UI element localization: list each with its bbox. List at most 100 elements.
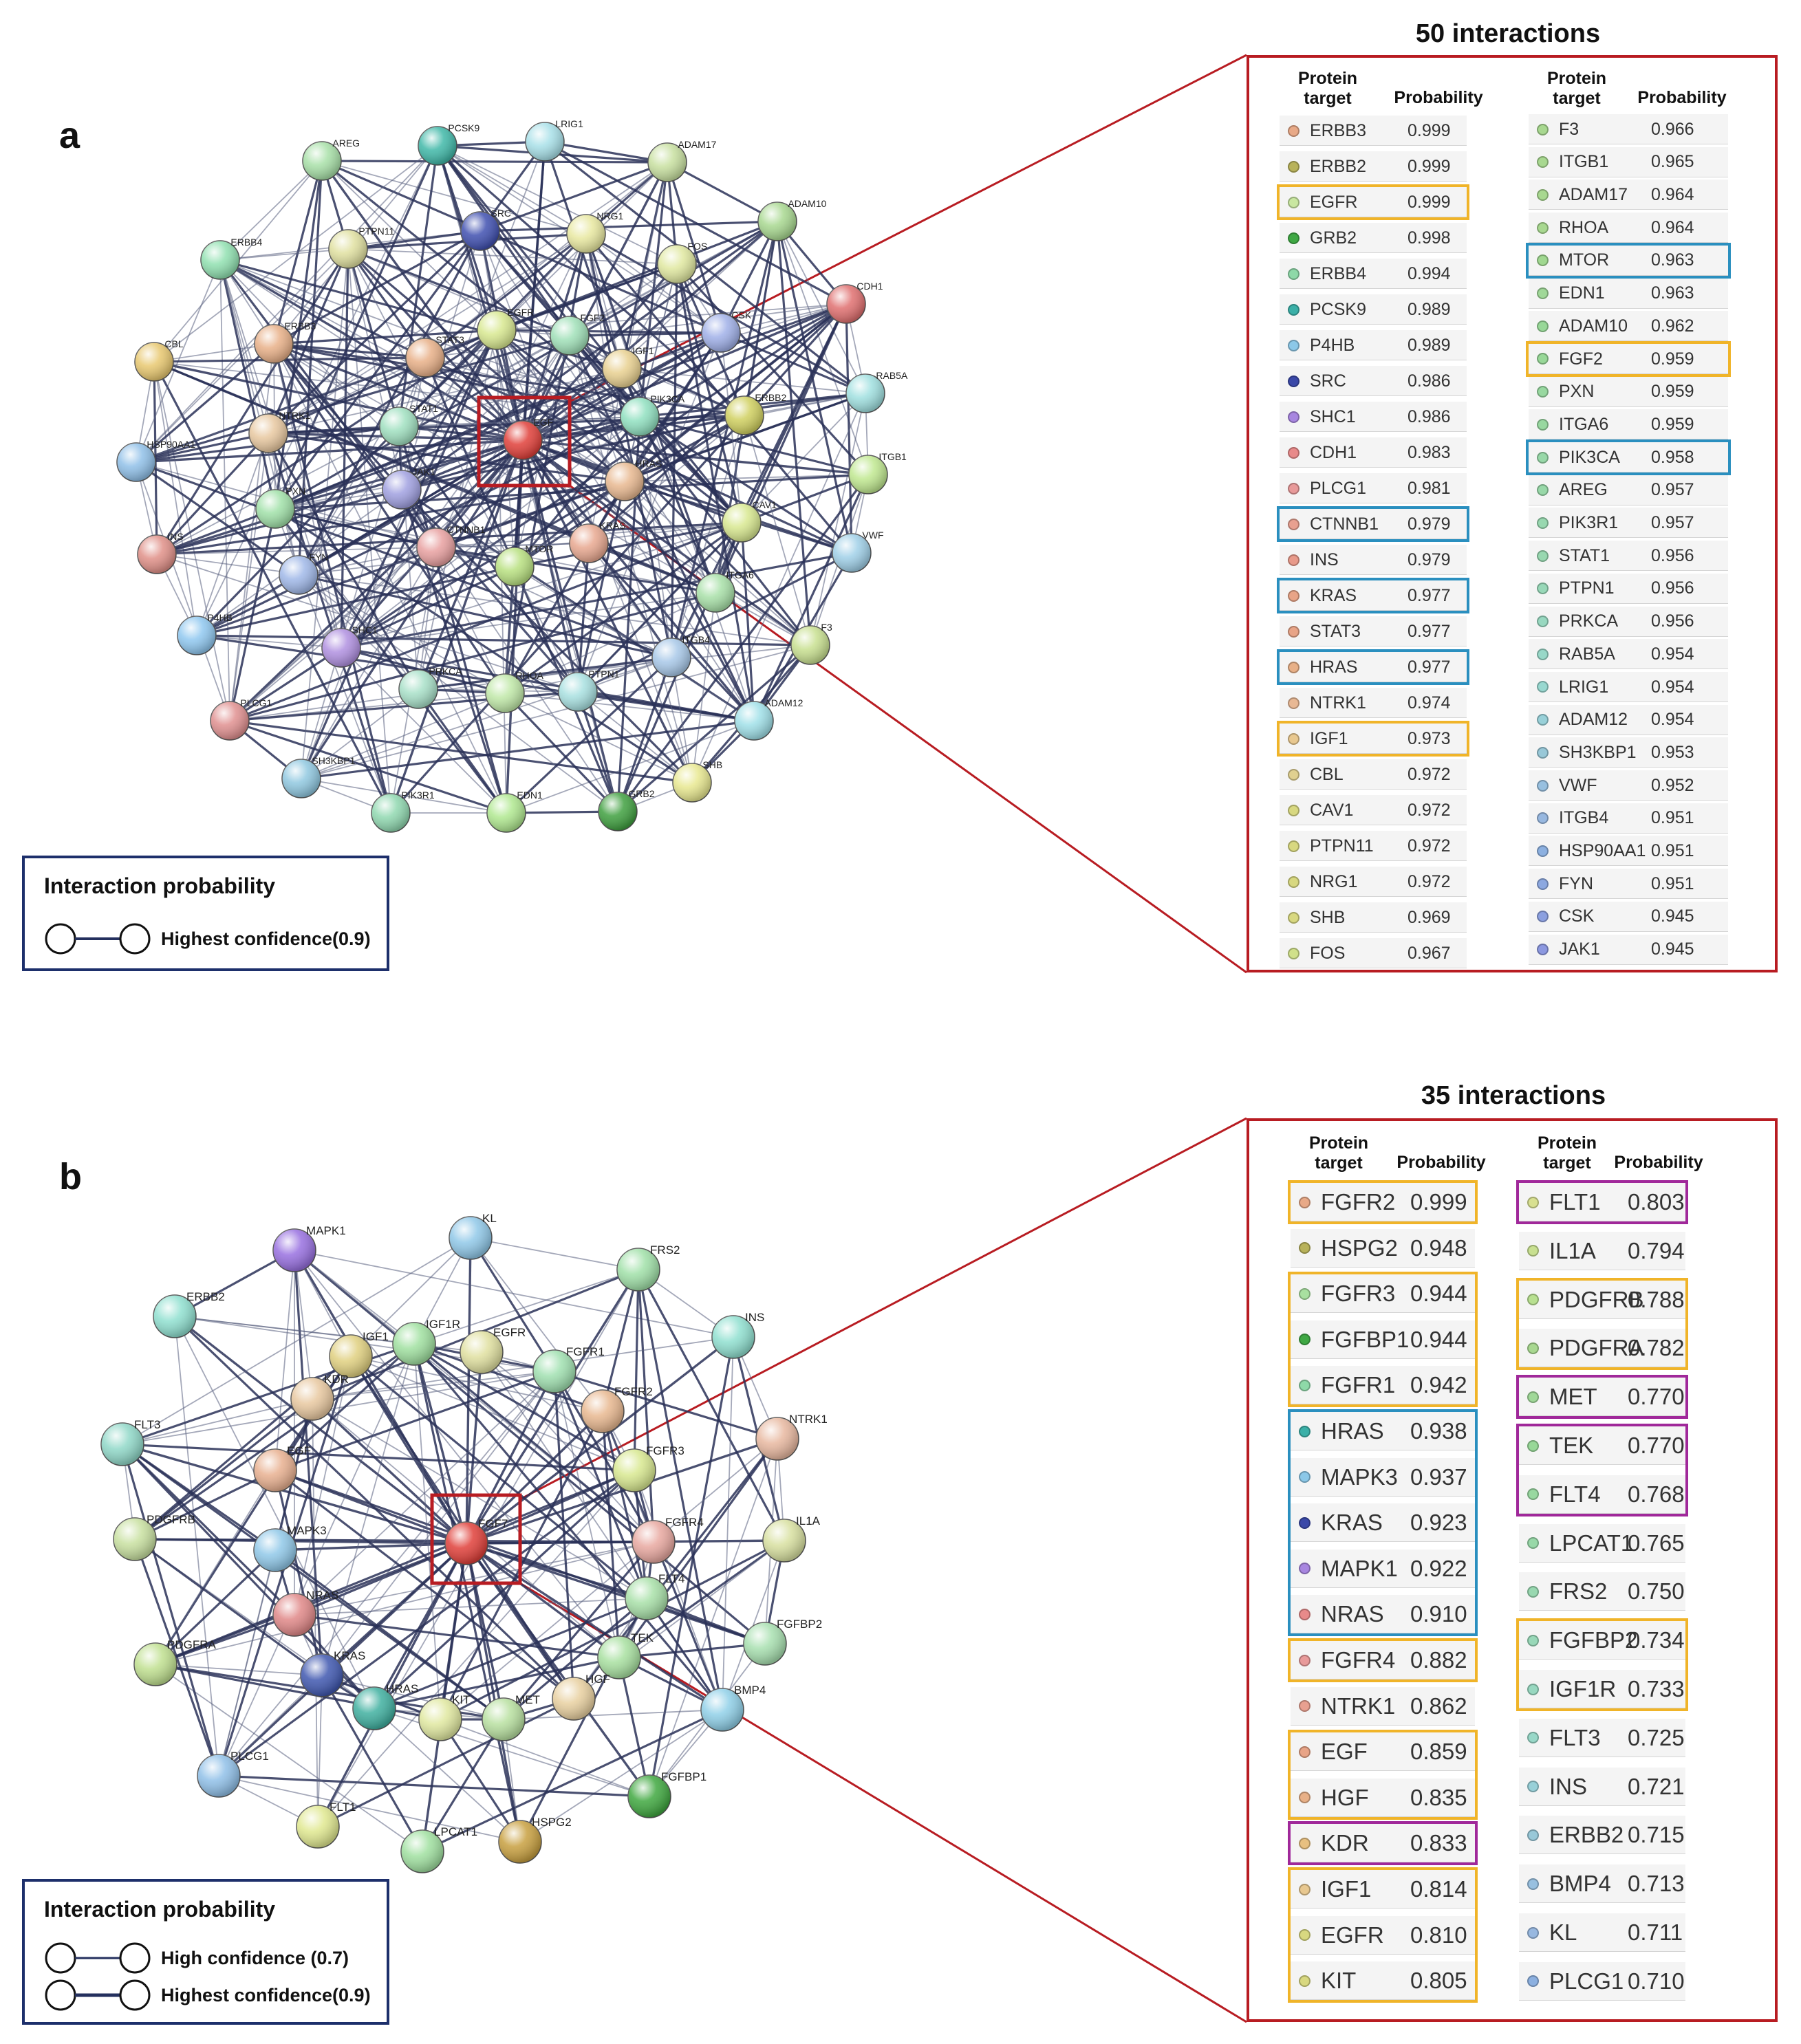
protein-node[interactable]: SHB bbox=[672, 759, 722, 803]
protein-node[interactable]: IGF1 bbox=[329, 1330, 389, 1378]
protein-node[interactable]: RAB5A bbox=[845, 370, 908, 413]
protein-node[interactable]: ERBB2 bbox=[153, 1290, 225, 1338]
protein-node[interactable]: ITGB1 bbox=[848, 451, 907, 494]
protein-node[interactable]: F3 bbox=[790, 622, 832, 665]
protein-node[interactable]: CDH1 bbox=[826, 281, 883, 324]
protein-node[interactable]: EGF bbox=[253, 1444, 311, 1492]
protein-node[interactable]: VWF bbox=[832, 530, 884, 573]
protein-node[interactable]: FGFBP2 bbox=[743, 1618, 822, 1666]
protein-node[interactable]: NTRK1 bbox=[755, 1413, 828, 1461]
protein-node[interactable]: CSK bbox=[701, 309, 752, 353]
protein-node[interactable]: EDN1 bbox=[486, 790, 543, 833]
protein-node[interactable]: INS bbox=[711, 1311, 764, 1359]
protein-node[interactable]: HSP90AA1 bbox=[116, 439, 195, 482]
protein-node[interactable]: HGF bbox=[552, 1673, 610, 1721]
protein-node[interactable]: PDGFRB bbox=[113, 1513, 195, 1561]
protein-node[interactable]: IL1A bbox=[762, 1514, 821, 1563]
protein-node[interactable]: KRAS bbox=[569, 520, 626, 563]
protein-node-label: MAPK1 bbox=[306, 1224, 346, 1237]
protein-node[interactable]: HSPG2 bbox=[498, 1816, 572, 1864]
protein-node[interactable]: FLT3 bbox=[100, 1418, 160, 1466]
protein-node[interactable]: PIK3CA bbox=[620, 393, 685, 437]
protein-node[interactable]: MAPK3 bbox=[253, 1524, 327, 1572]
protein-node[interactable]: NRG1 bbox=[566, 210, 624, 254]
protein-node[interactable]: CBL bbox=[134, 338, 184, 382]
protein-node[interactable]: GRB2 bbox=[598, 788, 655, 831]
protein-node[interactable]: ADAM10 bbox=[757, 198, 827, 241]
protein-node[interactable]: NRAS bbox=[272, 1589, 338, 1637]
protein-node[interactable]: PIK3R1 bbox=[371, 790, 435, 833]
protein-node[interactable]: FOS bbox=[657, 241, 707, 284]
protein-node[interactable]: RHOA bbox=[485, 670, 544, 713]
protein-node[interactable]: IGF1 bbox=[602, 345, 654, 389]
protein-node[interactable]: CTNNB1 bbox=[416, 524, 486, 567]
protein-node[interactable]: ERBB3 bbox=[254, 320, 316, 364]
protein-node-gloss bbox=[849, 455, 887, 494]
protein-node[interactable]: FYN bbox=[279, 552, 328, 595]
protein-node[interactable]: ERBB2 bbox=[724, 392, 787, 435]
protein-color-icon bbox=[1527, 1683, 1539, 1695]
protein-node[interactable]: CAV1 bbox=[722, 499, 777, 543]
protein-node[interactable]: PLCG1 bbox=[210, 697, 272, 741]
protein-node[interactable]: PDGFRA bbox=[133, 1638, 217, 1686]
protein-node[interactable]: PRKCA bbox=[398, 666, 462, 709]
protein-node[interactable]: AREG bbox=[302, 138, 360, 181]
protein-node[interactable]: FRS2 bbox=[616, 1243, 680, 1292]
protein-node-gloss bbox=[273, 1594, 316, 1636]
protein-node[interactable]: KIT bbox=[418, 1693, 471, 1741]
protein-name: RAB5A bbox=[1559, 644, 1615, 664]
protein-name: MET bbox=[1549, 1384, 1597, 1410]
protein-node[interactable]: LPCAT1 bbox=[400, 1825, 477, 1873]
protein-node[interactable]: NTRK1 bbox=[248, 410, 311, 453]
protein-node[interactable]: ADAM12 bbox=[734, 697, 804, 741]
protein-node[interactable]: FGFR2 bbox=[581, 1385, 653, 1433]
protein-node[interactable]: ADAM17 bbox=[647, 139, 717, 182]
protein-node[interactable]: HRAS bbox=[605, 458, 662, 501]
protein-color-icon bbox=[1537, 353, 1549, 365]
protein-color-icon bbox=[1288, 876, 1299, 888]
protein-node[interactable]: SH3KBP1 bbox=[281, 755, 356, 798]
protein-node[interactable]: MTOR bbox=[495, 543, 553, 587]
protein-node[interactable]: FGFR3 bbox=[612, 1444, 684, 1492]
protein-node[interactable]: TEK bbox=[597, 1631, 654, 1679]
protein-node[interactable]: MAPK1 bbox=[272, 1224, 346, 1272]
protein-node[interactable]: PLCG1 bbox=[197, 1750, 269, 1798]
protein-node[interactable]: KRAS bbox=[300, 1649, 365, 1697]
protein-node[interactable]: EGFR bbox=[460, 1326, 526, 1374]
protein-node[interactable]: PCSK9 bbox=[418, 122, 480, 166]
protein-node[interactable]: P4HB bbox=[177, 612, 233, 655]
highlight-box bbox=[1288, 1409, 1478, 1637]
protein-node[interactable]: MET bbox=[482, 1693, 540, 1741]
protein-node[interactable]: EGF bbox=[503, 417, 553, 460]
protein-node[interactable]: SRC bbox=[460, 208, 511, 251]
protein-node[interactable]: STAT1 bbox=[379, 403, 438, 446]
protein-node[interactable]: FGFR4 bbox=[632, 1516, 704, 1564]
protein-node[interactable]: SHC1 bbox=[321, 624, 378, 668]
protein-node[interactable]: JAK1 bbox=[382, 466, 435, 510]
protein-node[interactable]: EGFR bbox=[477, 307, 534, 350]
protein-node[interactable]: FGFBP1 bbox=[627, 1770, 707, 1818]
protein-node[interactable]: PTPN11 bbox=[328, 226, 394, 269]
protein-node[interactable]: LRIG1 bbox=[525, 118, 583, 162]
protein-node[interactable]: BMP4 bbox=[700, 1684, 766, 1732]
protein-node[interactable]: ERBB4 bbox=[200, 237, 263, 280]
protein-node[interactable]: FLT4 bbox=[625, 1572, 684, 1620]
probability-value: 0.972 bbox=[1408, 836, 1451, 856]
protein-node[interactable]: FGFR1 bbox=[532, 1345, 605, 1393]
protein-node[interactable]: FGF2 bbox=[550, 312, 605, 356]
protein-node[interactable]: ITGB4 bbox=[651, 634, 710, 677]
protein-node[interactable]: ITGA6 bbox=[695, 569, 754, 613]
protein-node[interactable]: IGF1R bbox=[392, 1318, 460, 1366]
protein-node[interactable]: PXN bbox=[255, 486, 305, 529]
protein-node[interactable]: STAT3 bbox=[405, 334, 464, 378]
protein-node[interactable]: KL bbox=[449, 1212, 497, 1260]
protein-node[interactable]: INS bbox=[137, 531, 184, 574]
protein-node-label: RHOA bbox=[515, 670, 543, 681]
protein-node[interactable]: HRAS bbox=[352, 1682, 418, 1730]
protein-node[interactable]: KDR bbox=[290, 1373, 349, 1421]
protein-node[interactable]: FGF7 bbox=[444, 1517, 508, 1565]
protein-node-gloss bbox=[329, 230, 367, 268]
protein-node[interactable]: PTPN1 bbox=[558, 668, 620, 712]
protein-node[interactable]: FLT1 bbox=[296, 1801, 356, 1849]
